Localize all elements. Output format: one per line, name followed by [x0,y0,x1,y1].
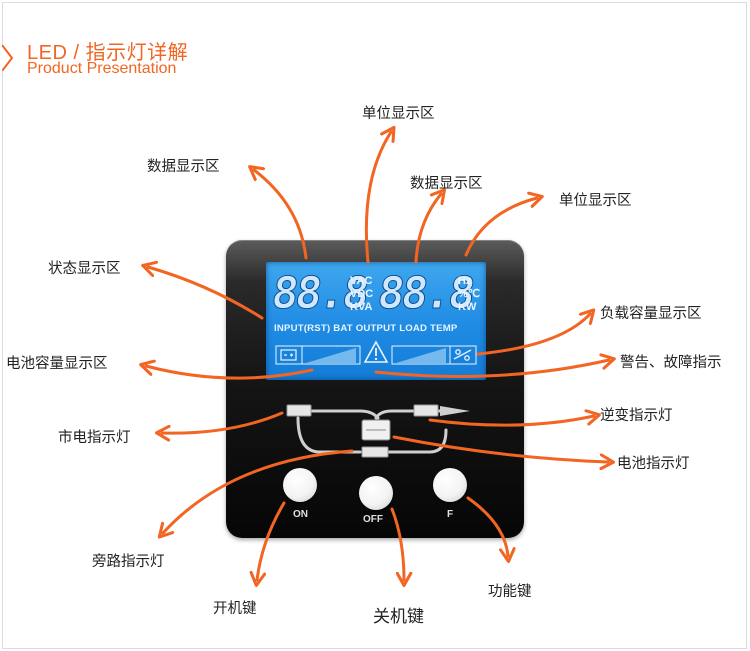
arrow-unit-display-right [464,198,537,257]
arrow-power-on-key [257,501,286,580]
label-battery-indicator: 电池指示灯 [617,456,690,472]
label-load-capacity: 负载容量显示区 [600,306,702,322]
off-button-label: OFF [363,514,383,525]
label-power-on-key: 开机键 [213,601,257,617]
arrow-bypass-indicator [163,449,354,533]
arrow-data-display-left [254,170,308,260]
label-data-display-left: 数据显示区 [147,159,220,175]
arrow-unit-display-top [364,132,391,264]
arrow-function-key [466,496,508,556]
label-battery-capacity: 电池容量显示区 [6,356,108,372]
label-unit-display-top: 单位显示区 [362,106,435,122]
label-data-display-right: 数据显示区 [410,176,483,192]
mains-indicator-led [286,404,312,417]
on-button[interactable] [283,468,317,502]
label-warning-fault: 警告、故障指示 [620,355,722,371]
off-button[interactable] [359,476,393,510]
lcd-unit-hz: Hz [458,275,472,287]
inverter-arrow-icon [440,406,470,416]
lcd-unit-percent-temp: %℃ [458,288,481,300]
bypass-path-right [386,428,448,454]
label-unit-display-right: 单位显示区 [559,193,632,209]
fan-icon [453,349,472,361]
bypass-indicator-led [361,446,389,458]
header-notch-icon [2,45,14,71]
warning-icon [363,340,389,363]
arrow-inverter-indicator [428,416,594,427]
label-function-key: 功能键 [488,584,532,600]
lcd-indicator-graphics [275,340,477,365]
arrow-battery-indicator [392,435,608,462]
function-button-label: F [447,509,454,520]
lcd-unit-kw: KW [458,301,477,313]
lcd-unit-vdc: VDC [350,288,374,300]
label-mains-indicator: 市电指示灯 [58,430,131,446]
section-title: LED / 指示灯详解 [27,42,189,64]
lcd-status-row: INPUT(RST) BAT OUTPUT LOAD TEMP [274,323,458,334]
battery-icon [280,349,297,361]
function-button[interactable] [433,468,467,502]
bypass-path-left [296,416,362,454]
load-capacity-bar [391,345,477,365]
lcd-screen: 88.8 VAC VDC KVA 88.8 Hz %℃ KW INPUT(RST… [266,262,486,380]
arrow-status-display [148,267,264,320]
arrow-load-capacity [476,314,590,356]
label-status-display: 状态显示区 [48,261,121,277]
arrow-warning-fault [374,360,609,378]
section-subtitle: Product Presentation [27,60,177,77]
lcd-unit-vac: VAC [350,275,373,287]
label-power-off-key: 关机键 [373,607,424,627]
label-bypass-indicator: 旁路指示灯 [92,554,165,570]
lcd-unit-kva: KVA [350,301,373,313]
inverter-indicator-led [413,404,439,417]
label-inverter-indicator: 逆变指示灯 [600,408,673,424]
battery-capacity-bar [275,345,361,365]
arrow-mains-indicator [162,411,284,433]
arrow-power-off-key [390,507,404,580]
arrow-battery-capacity [146,366,314,380]
on-button-label: ON [293,509,308,520]
arrow-data-display-right [414,194,441,264]
inverter-path [374,409,442,420]
